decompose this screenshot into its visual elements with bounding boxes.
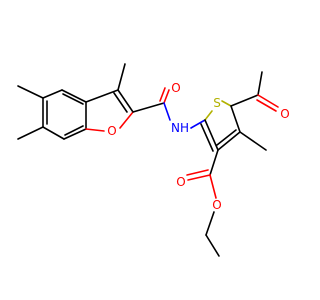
ester-carbonyl-oxygen-label: O bbox=[176, 175, 185, 189]
structure-svg: O O NH S O O O bbox=[17, 63, 290, 257]
benzene-methyls bbox=[17, 85, 44, 140]
thiophene-ring bbox=[200, 100, 241, 152]
amide-oxygen-label: O bbox=[171, 81, 180, 95]
furan-oxygen-label: O bbox=[107, 124, 116, 138]
thiophene-sulfur-label: S bbox=[213, 96, 221, 110]
molecule-diagram: O O NH S O O O bbox=[17, 63, 290, 257]
amide-nh-label: NH bbox=[171, 121, 189, 135]
ethyl-ester bbox=[186, 149, 220, 257]
benzene-ring bbox=[42, 89, 87, 140]
ester-ether-oxygen-label: O bbox=[212, 198, 221, 212]
thiophene-methyl bbox=[239, 131, 267, 151]
furan-ring bbox=[85, 63, 134, 132]
acetyl-oxygen-label: O bbox=[280, 107, 289, 121]
amide-group bbox=[132, 87, 206, 129]
acetyl-group bbox=[230, 71, 279, 112]
